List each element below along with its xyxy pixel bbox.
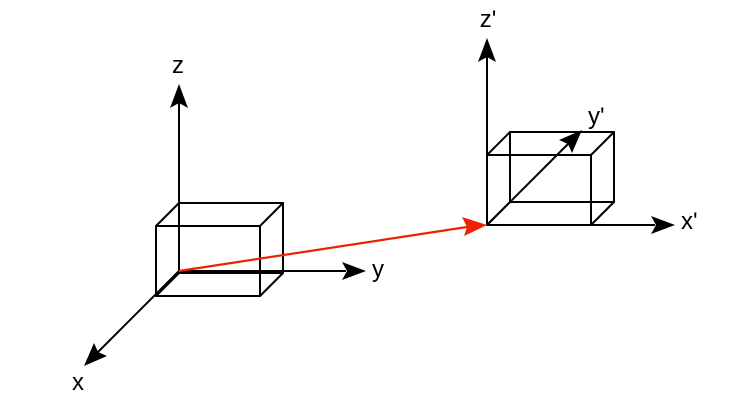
transformed-cube-edge-tr [590,131,615,156]
transformed-z-label: z' [480,6,497,33]
original-y-label: y [372,256,384,283]
original-frame: z y x [72,52,384,396]
original-z-axis [170,84,188,271]
transformed-y-axis [486,130,582,226]
transformed-cube-edge-br [590,201,615,226]
transformed-cube-front-face [486,154,592,226]
original-x-axis [84,270,180,366]
original-y-axis [179,262,366,280]
original-cube-edge-bl [155,272,180,297]
transformed-frame: z' y' x' [478,6,698,235]
translation-vector-arrowhead [462,217,487,236]
original-cube-edge-br [259,272,284,297]
original-x-arrowhead [84,343,107,366]
original-cube [155,202,284,297]
transformed-y-arrowhead [559,130,582,153]
transformed-x-label: x' [681,208,698,235]
original-x-label: x [72,369,84,396]
original-z-arrowhead [170,84,188,108]
transformed-z-axis [478,38,496,225]
original-z-label: z [172,52,184,79]
transformed-x-arrowhead [651,216,675,234]
transformed-y-label: y' [588,103,605,130]
transformed-cube-back-face [509,131,615,203]
translation-vector [178,217,487,273]
transformed-x-axis [487,216,675,234]
transformed-cube [486,131,615,226]
original-cube-edge-tl [155,202,180,227]
original-cube-edge-tr [259,202,284,227]
translation-vector-line [178,225,468,273]
transformed-cube-edge-tl [486,131,511,156]
transformed-z-arrowhead [478,38,496,62]
original-y-arrowhead [342,262,366,280]
